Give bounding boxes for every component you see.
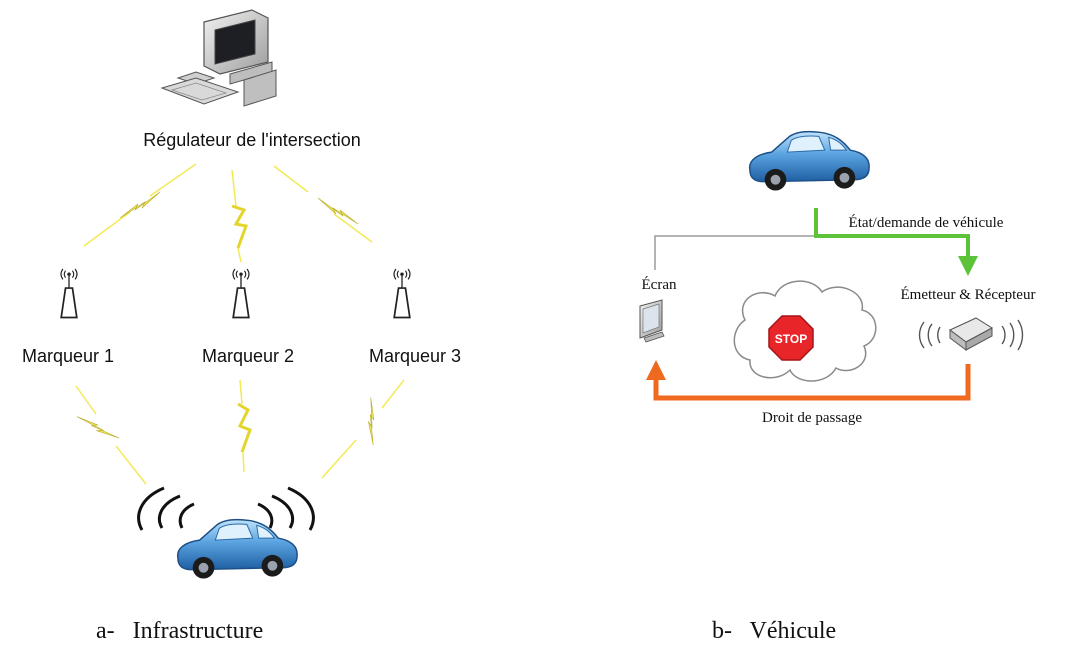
- signal-waves-right-icon: [257, 486, 315, 531]
- right-of-way-label: Droit de passage: [762, 410, 862, 426]
- vehicle-bus-line: [654, 235, 816, 270]
- marker-3-antenna-icon: [393, 268, 411, 319]
- wireless-link-controller-marker1: [83, 163, 197, 247]
- marker-1-antenna-icon: [60, 268, 78, 319]
- wireless-link-controller-marker3: [273, 165, 373, 243]
- request-arrow: [814, 208, 978, 276]
- right-of-way-arrow: [646, 360, 971, 401]
- marker-2-label: Marqueur 2: [202, 346, 294, 366]
- screen-label: Écran: [642, 276, 677, 293]
- wireless-link-controller-marker2: [231, 169, 249, 263]
- marker-3-label: Marqueur 3: [369, 346, 461, 366]
- stop-sign-text: STOP: [775, 332, 807, 346]
- caption-vehicle: b- Véhicule: [712, 618, 836, 644]
- transceiver-device-icon: [949, 317, 993, 351]
- wireless-link-marker1-car: [75, 385, 147, 485]
- computer-icon: [160, 9, 277, 107]
- request-label: État/demande de véhicule: [849, 214, 1004, 231]
- transceiver-label: Émetteur & Récepteur: [901, 286, 1036, 303]
- vehicle-panel: État/demande de véhicule Écran STOP Émet…: [639, 130, 1036, 426]
- wireless-link-marker2-car: [237, 379, 252, 473]
- caption-infrastructure: a- Infrastructure: [96, 618, 263, 644]
- marker-1-label: Marqueur 1: [22, 346, 114, 366]
- vehicle-car-icon: [748, 130, 870, 192]
- vehicle-car-icon: [176, 518, 298, 580]
- marker-2-antenna-icon: [232, 268, 250, 319]
- signal-waves-left-icon: [137, 486, 195, 531]
- wireless-link-marker3-car: [321, 379, 405, 479]
- infrastructure-panel: Régulateur de l'intersection Marqueur 1 …: [22, 9, 461, 580]
- stop-sign-icon: STOP: [768, 315, 814, 361]
- screen-monitor-icon: [639, 299, 665, 343]
- controller-label: Régulateur de l'intersection: [143, 130, 361, 150]
- transceiver-waves-icon: [918, 319, 1024, 351]
